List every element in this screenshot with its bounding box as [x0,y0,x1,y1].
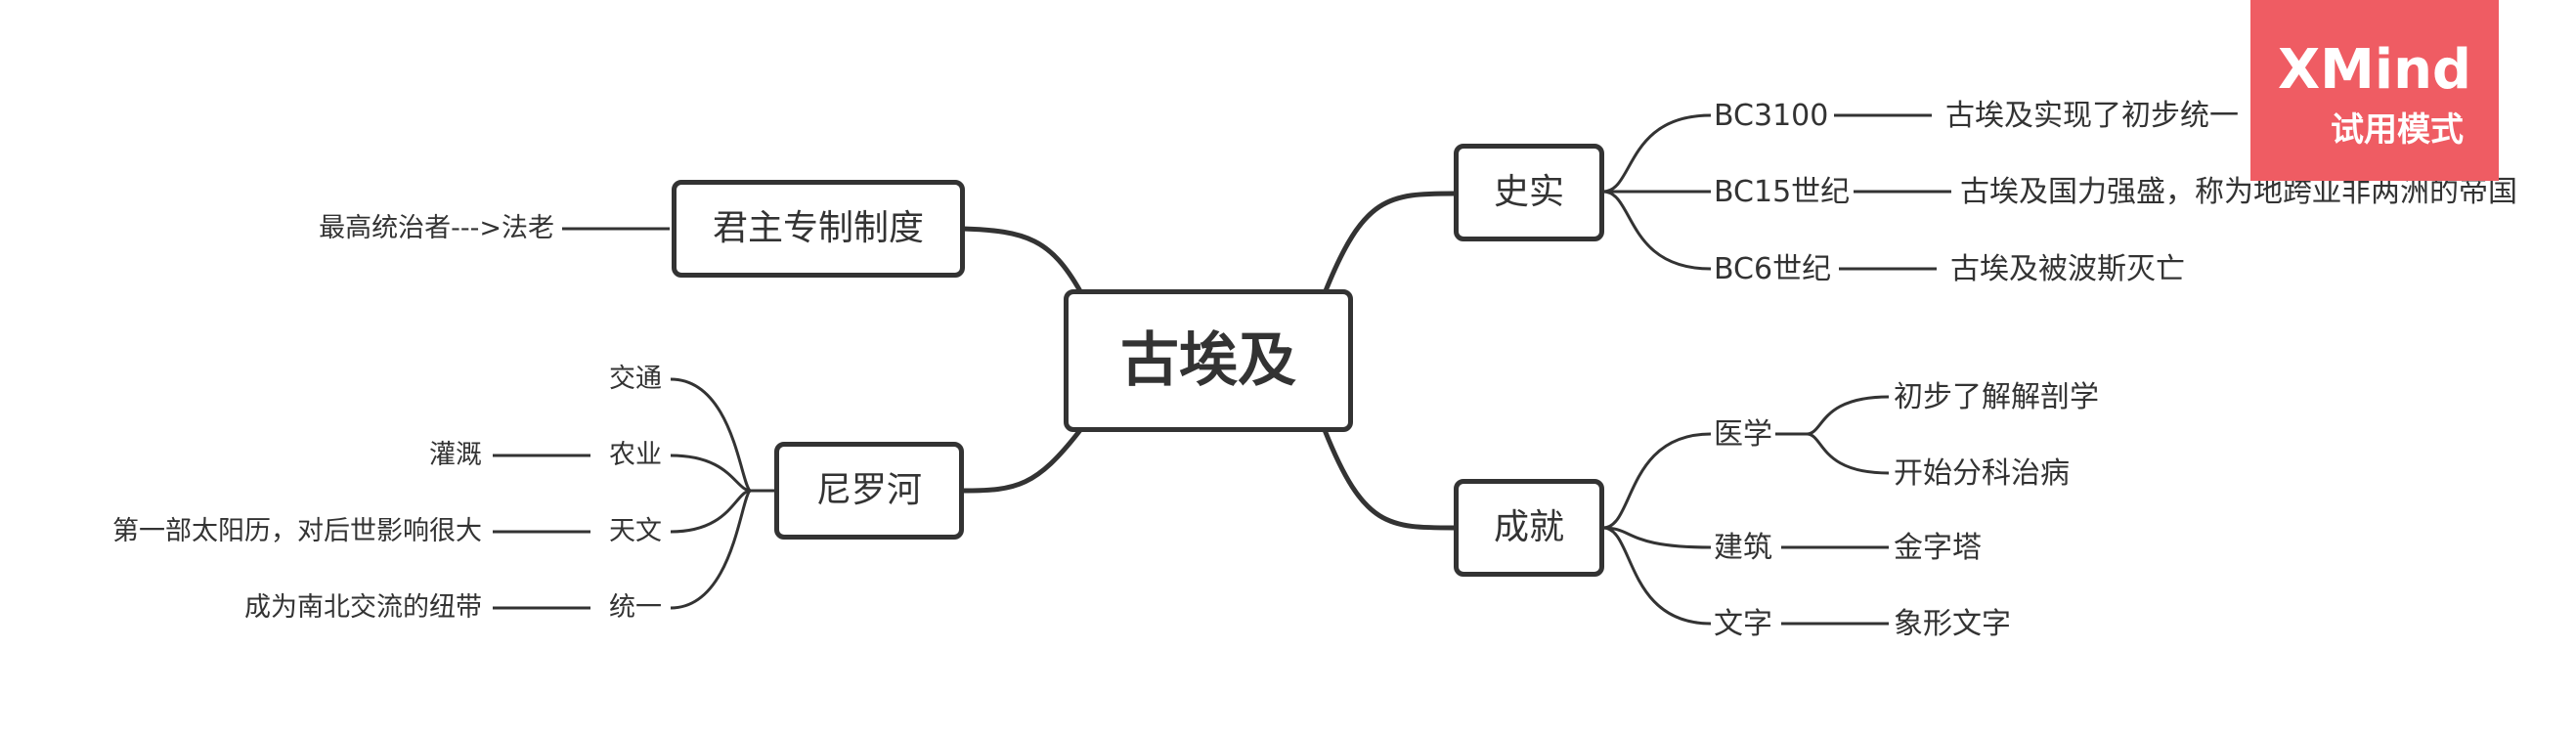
connector-ach-writing [1602,526,1712,626]
detail-bc3100[interactable]: 古埃及实现了初步统一 [1945,99,2239,133]
connector-ach-medicine [1602,432,1712,530]
connector-ach-architecture [1602,526,1712,549]
connector-nile-agriculture [670,454,752,493]
subtopic-architecture[interactable]: 建筑 [1714,531,1772,565]
connector-center-achievements [1322,429,1456,531]
topic-monarchy-label: 君主专制制度 [712,208,924,248]
subtopic-transport[interactable]: 交通 [609,364,662,394]
subtopic-astronomy[interactable]: 天文 [609,516,662,546]
connector-center-monarchy [962,226,1083,293]
topic-history-label: 史实 [1493,172,1564,212]
detail-link[interactable]: 成为南北交流的纽带 [244,592,482,623]
connector-center-history [1322,191,1456,294]
detail-bc15[interactable]: 古埃及国力强盛，称为地跨亚非两洲的帝国 [1960,175,2517,209]
connector-history-bc6 [1602,190,1712,271]
topic-nile[interactable]: 尼罗河 [774,442,964,540]
subtopic-bc15[interactable]: BC15世纪 [1714,175,1851,209]
subtopic-unify[interactable]: 统一 [609,592,662,623]
topic-nile-label: 尼罗河 [815,470,922,510]
subtopic-bc6[interactable]: BC6世纪 [1714,252,1832,286]
detail-calendar[interactable]: 第一部太阳历，对后世影响很大 [112,516,482,546]
connector-medicine-detail-1 [1806,395,1890,436]
detail-anatomy[interactable]: 初步了解解剖学 [1894,380,2099,414]
xmind-trial-badge: XMind 试用模式 [2250,0,2499,181]
topic-history[interactable]: 史实 [1454,144,1604,241]
detail-hieroglyph[interactable]: 象形文字 [1894,607,2011,641]
detail-bc6[interactable]: 古埃及被波斯灭亡 [1950,252,2185,286]
connector-center-nile [962,428,1082,494]
connector-history-bc3100 [1602,113,1712,194]
connector-nile-transport [670,377,753,493]
subtopic-writing[interactable]: 文字 [1714,607,1772,641]
detail-specialty[interactable]: 开始分科治病 [1894,456,2070,491]
connector-nile-astronomy [670,489,752,534]
connector-medicine-detail-2 [1806,432,1890,475]
badge-subtitle: 试用模式 [2331,110,2464,150]
topic-achievements-label: 成就 [1493,507,1564,547]
connector-nile-unify [670,489,753,610]
detail-pyramid[interactable]: 金字塔 [1894,531,1982,565]
subtopic-bc3100[interactable]: BC3100 [1714,99,1829,133]
central-topic-label: 古埃及 [1120,326,1296,395]
central-topic[interactable]: 古埃及 [1064,289,1353,432]
topic-monarchy[interactable]: 君主专制制度 [672,180,965,278]
topic-achievements[interactable]: 成就 [1454,479,1604,577]
detail-irrigation[interactable]: 灌溉 [429,440,482,470]
subtopic-agriculture[interactable]: 农业 [609,440,662,470]
badge-title: XMind [2277,38,2472,102]
subtopic-medicine[interactable]: 医学 [1714,417,1772,452]
detail-pharaoh[interactable]: 最高统治者--->法老 [319,213,554,243]
